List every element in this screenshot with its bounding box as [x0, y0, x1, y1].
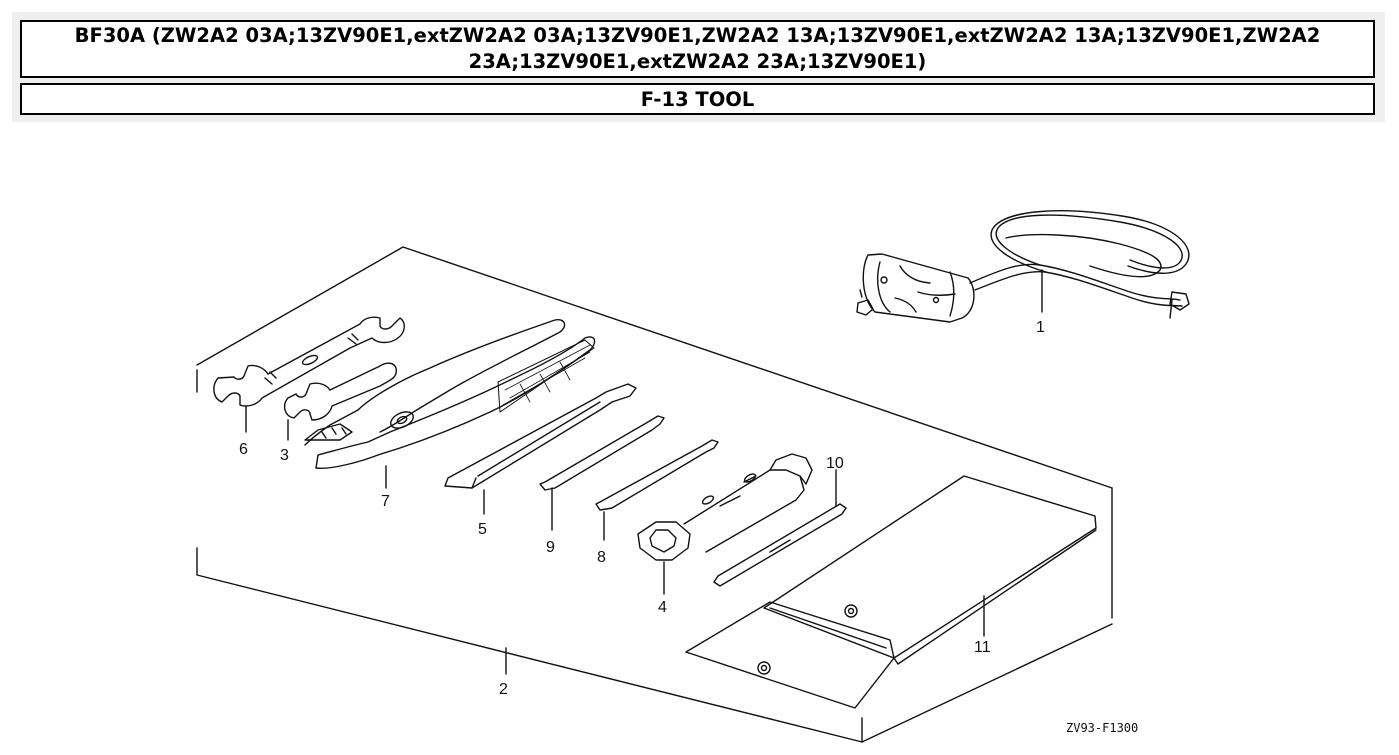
section-title: F-13 TOOL	[20, 83, 1375, 115]
callout-2: 2	[499, 681, 508, 698]
tommy-bar-part-10	[713, 469, 847, 587]
callout-5: 5	[478, 521, 487, 538]
header-panel: BF30A (ZW2A2 03A;13ZV90E1,extZW2A2 03A;1…	[12, 12, 1385, 122]
model-title: BF30A (ZW2A2 03A;13ZV90E1,extZW2A2 03A;1…	[20, 20, 1375, 78]
lanyard-part-1	[856, 210, 1190, 323]
screwdriver-grip-part-9	[539, 415, 665, 531]
diagram-code: ZV93-F1300	[1066, 721, 1138, 735]
tool-case-part-11	[685, 475, 1097, 709]
callout-1: 1	[1036, 319, 1045, 336]
callout-8: 8	[597, 549, 606, 566]
pliers-part-7	[304, 318, 596, 489]
callout-10: 10	[826, 455, 844, 472]
callout-7: 7	[381, 493, 390, 510]
tool-kit-outline	[196, 246, 1113, 743]
wrench-part-6	[213, 316, 405, 433]
callout-9: 9	[546, 539, 555, 556]
socket-wrench-part-4	[637, 453, 813, 595]
wrench-part-3	[283, 362, 397, 441]
screwdriver-part-5	[444, 383, 637, 515]
callout-4: 4	[658, 599, 667, 616]
callout-3: 3	[280, 447, 289, 464]
callout-11: 11	[974, 639, 991, 656]
screwdriver-bit-part-8	[595, 439, 719, 541]
callout-6: 6	[239, 441, 248, 458]
